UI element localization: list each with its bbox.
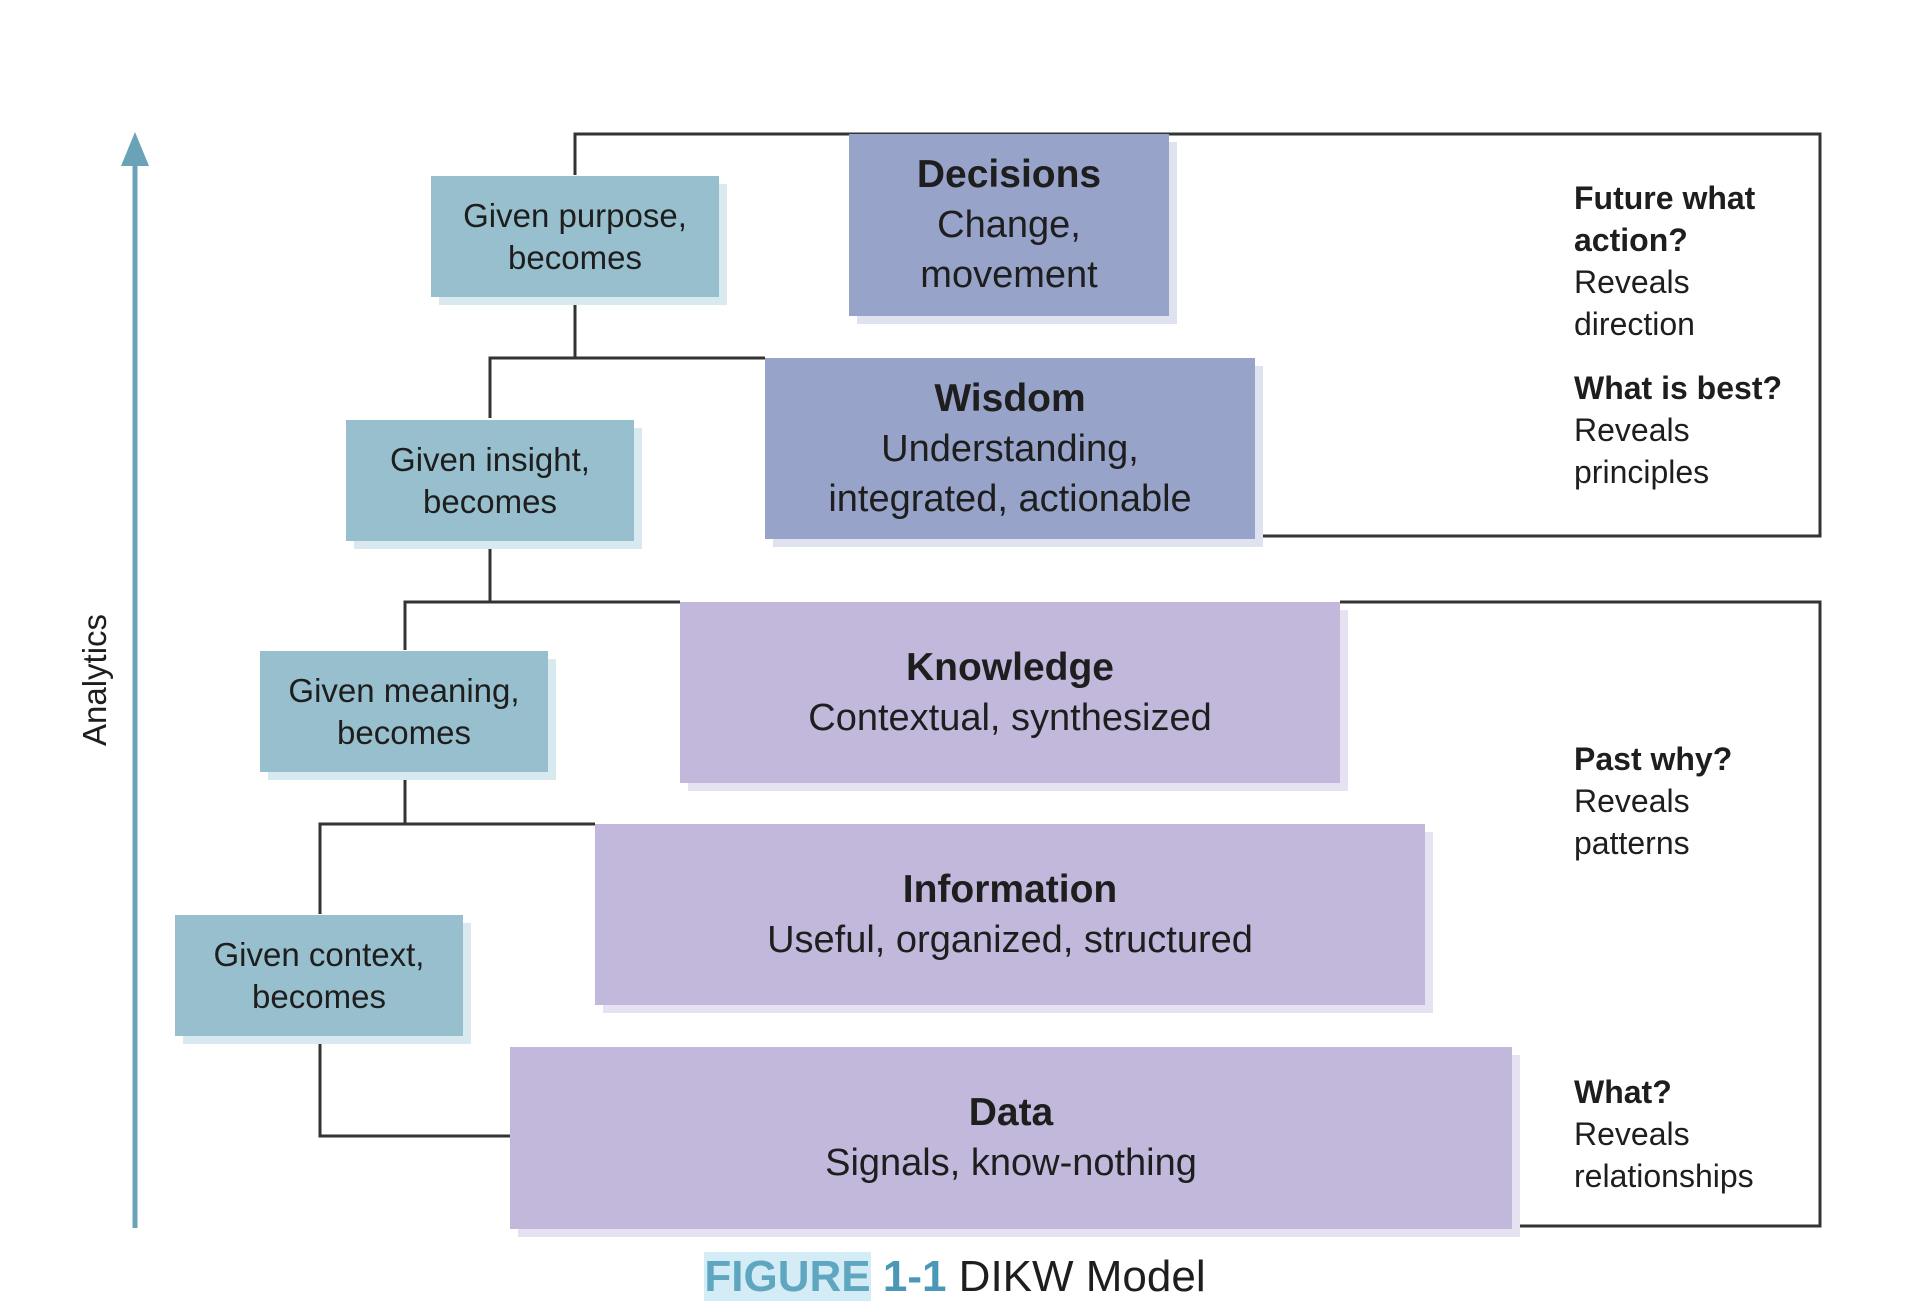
transition-meaning-line2: becomes [337,713,471,751]
transition-context: Given context, becomes [175,915,463,1036]
level-decisions: Decisions Change, movement [849,134,1169,316]
level-decisions-title: Decisions [916,153,1102,196]
question-past-reg1: Reveals [1574,783,1690,819]
question-best-bold1: What is best? [1574,370,1783,406]
question-best: What is best? Reveals principles [1574,367,1782,493]
question-what: What? Reveals relationships [1574,1071,1754,1197]
transition-purpose-line1: Given purpose, [463,196,687,234]
level-information: Information Useful, organized, structure… [595,824,1425,1005]
level-data: Data Signals, know-nothing [510,1047,1512,1229]
transition-insight-line1: Given insight, [390,440,590,478]
analytics-arrowhead [121,132,149,166]
question-past: Past why? Reveals patterns [1574,738,1732,864]
question-what-reg1: Reveals [1574,1116,1690,1152]
level-data-title: Data [968,1091,1054,1134]
level-knowledge-title: Knowledge [905,645,1114,689]
connector-purpose-wisdom [488,297,577,418]
figure-caption: FIGURE 1-1 DIKW Model [0,1252,1910,1302]
transition-context-line2: becomes [252,977,386,1015]
transition-meaning: Given meaning, becomes [260,651,548,772]
level-wisdom: Wisdom Understanding, integrated, action… [765,358,1255,539]
level-wisdom-desc-line1: Understanding, [881,427,1139,470]
question-future: Future what action? Reveals direction [1574,177,1755,345]
level-information-desc: Useful, organized, structured [767,918,1253,961]
question-future-reg1: Reveals [1574,264,1690,300]
question-future-bold1: Future what [1574,180,1756,216]
question-future-reg2: direction [1574,306,1695,342]
upper-bracket [573,132,1822,538]
transition-purpose: Given purpose, becomes [431,176,719,297]
level-decisions-desc-line2: movement [920,254,1098,296]
level-wisdom-desc-line2: integrated, actionable [828,477,1192,520]
transition-insight-line2: becomes [423,482,557,520]
level-knowledge: Knowledge Contextual, synthesized [680,602,1340,783]
level-wisdom-title: Wisdom [934,376,1086,420]
level-knowledge-desc: Contextual, synthesized [808,696,1212,739]
level-information-title: Information [902,867,1118,911]
question-best-reg1: Reveals [1574,412,1690,448]
connector-context-data [318,1036,510,1138]
transition-context-line1: Given context, [213,935,425,973]
connector-insight-knowledge [403,542,492,650]
question-what-reg2: relationships [1574,1158,1754,1194]
transition-meaning-line1: Given meaning, [288,671,520,709]
connector-meaning-information [318,772,407,914]
question-past-reg2: patterns [1574,825,1690,861]
figure-title: DIKW Model [958,1252,1206,1301]
figure-label: FIGURE [704,1252,871,1301]
question-best-reg2: principles [1574,454,1710,490]
transition-insight: Given insight, becomes [346,420,634,541]
lower-bracket [1340,600,1822,1228]
question-future-bold2: action? [1574,222,1688,258]
level-data-desc: Signals, know-nothing [825,1142,1197,1184]
figure-number: 1-1 [882,1252,947,1301]
question-what-bold1: What? [1574,1074,1672,1110]
question-past-bold1: Past why? [1574,741,1733,777]
analytics-axis-label: Analytics [76,613,113,746]
transition-purpose-line2: becomes [508,238,642,276]
level-decisions-desc-line1: Change, [937,204,1081,246]
